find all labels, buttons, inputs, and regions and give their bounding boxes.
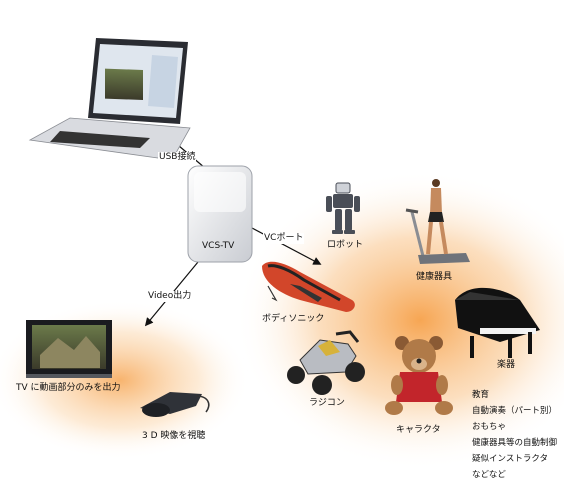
use-cases-list: 教育 自動演奏（パート別） おもちゃ 健康器具等の自動制御 疑似インストラクタ … [472,387,557,483]
fitness-equipment-image [405,179,470,264]
tv-output-label: TV に動画部分のみを出力 [16,383,121,393]
teddy-bear-image [385,336,453,415]
video-output-label: Video出力 [147,291,193,302]
piano-image [455,287,540,358]
bodysonic-mat-image [262,261,355,312]
use-case-item: おもちゃ [472,422,507,432]
laptop-image [28,38,191,161]
instrument-label: 楽器 [497,360,516,370]
rc-car-label: ラジコン [309,398,345,408]
robot-label: ロボット [327,240,364,250]
robot-image [326,182,360,234]
vc-port-label: VCポート [263,233,305,244]
fitness-equipment-label: 健康器具 [416,272,453,282]
vcs-tv-device [187,165,253,263]
vcs-tv-label: VCS-TV [202,241,235,251]
bodysonic-label: ボディソニック [262,314,325,324]
3d-glasses-image [140,392,210,417]
use-case-item: 健康器具等の自動制御 [472,438,558,448]
tv-image [26,320,112,378]
use-case-item: 教育 [472,390,490,400]
use-case-item: 自動演奏（パート別） [472,406,558,416]
use-case-item: などなど [472,470,506,480]
character-label: キャラクタ [396,425,441,435]
view-3d-label: 3 D 映像を視聴 [142,431,206,441]
rc-car-image [287,330,365,395]
use-case-item: 疑似インストラクタ [472,454,548,464]
usb-connection-label: USB接続 [158,152,197,163]
